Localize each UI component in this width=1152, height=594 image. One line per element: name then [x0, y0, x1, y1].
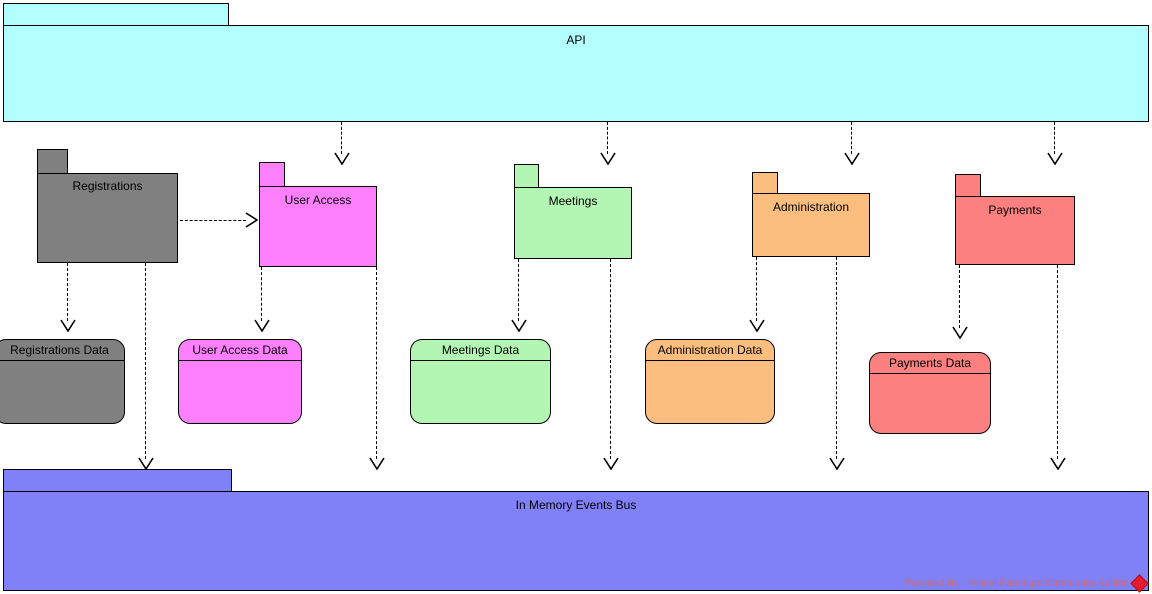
connector-registrations-to-events-bus — [145, 263, 146, 459]
data-store-meetings-label: Meetings Data — [411, 340, 550, 361]
connector-administration-to-data — [756, 257, 757, 321]
data-store-administration-label: Administration Data — [646, 340, 774, 361]
watermark-product: Visual Paradigm Community Edition — [969, 578, 1129, 589]
package-administration-tab — [752, 172, 778, 193]
connector-administration-to-events-bus — [836, 257, 837, 459]
package-administration[interactable]: Administration — [752, 172, 870, 257]
connector-user-access-to-data — [261, 267, 262, 321]
arrowhead-payments-to-data — [952, 326, 968, 339]
arrowhead-registrations-to-data — [60, 319, 76, 332]
arrowhead-registrations-to-user-access — [245, 212, 258, 228]
connector-api-to-meetings — [607, 122, 608, 154]
arrowhead-api-to-user-access — [334, 152, 350, 165]
package-api[interactable]: API — [3, 3, 1149, 122]
watermark: Powered By Visual Paradigm Community Edi… — [904, 574, 1149, 593]
package-administration-body — [752, 193, 870, 257]
data-store-registrations-label: Registrations Data — [0, 340, 124, 361]
connector-api-to-user-access — [341, 122, 342, 154]
arrowhead-api-to-payments — [1047, 152, 1063, 165]
data-store-payments[interactable]: Payments Data — [869, 352, 991, 434]
connector-api-to-administration — [851, 122, 852, 154]
package-user-access-body — [259, 186, 377, 267]
arrowhead-api-to-administration — [844, 152, 860, 165]
package-user-access[interactable]: User Access — [259, 162, 377, 267]
arrowhead-user-access-to-data — [254, 319, 270, 332]
arrowhead-administration-to-events-bus — [829, 457, 845, 470]
package-payments-body — [955, 196, 1075, 265]
package-events-bus[interactable]: In Memory Events Bus — [3, 469, 1149, 591]
package-registrations-body — [37, 173, 178, 263]
package-meetings-tab — [514, 164, 539, 187]
vp-diamond-icon — [1130, 574, 1149, 593]
package-api-tab — [3, 3, 229, 25]
package-registrations[interactable]: Registrations — [37, 149, 178, 263]
connector-payments-to-events-bus — [1057, 265, 1058, 459]
connector-user-access-to-events-bus — [376, 267, 377, 459]
arrowhead-administration-to-data — [749, 319, 765, 332]
package-user-access-tab — [259, 162, 285, 186]
connector-api-to-payments — [1054, 122, 1055, 154]
data-store-meetings[interactable]: Meetings Data — [410, 339, 551, 424]
connector-registrations-to-user-access — [180, 220, 246, 221]
arrowhead-user-access-to-events-bus — [369, 457, 385, 470]
arrowhead-meetings-to-data — [511, 319, 527, 332]
data-store-user-access-label: User Access Data — [179, 340, 301, 361]
data-store-administration[interactable]: Administration Data — [645, 339, 775, 424]
package-api-body — [3, 25, 1149, 122]
arrowhead-api-to-meetings — [600, 152, 616, 165]
package-events-bus-tab — [3, 469, 232, 491]
connector-registrations-to-data — [67, 263, 68, 321]
package-meetings-body — [514, 187, 632, 259]
arrowhead-meetings-to-events-bus — [603, 457, 619, 470]
connector-meetings-to-data — [518, 259, 519, 321]
arrowhead-payments-to-events-bus — [1050, 457, 1066, 470]
package-meetings[interactable]: Meetings — [514, 164, 632, 259]
package-registrations-tab — [37, 149, 68, 173]
connector-meetings-to-events-bus — [610, 259, 611, 459]
watermark-prefix: Powered By — [904, 578, 959, 589]
package-payments-tab — [955, 174, 981, 196]
data-store-payments-label: Payments Data — [870, 353, 990, 374]
data-store-user-access[interactable]: User Access Data — [178, 339, 302, 424]
connector-payments-to-data — [959, 265, 960, 328]
package-events-bus-body — [3, 491, 1149, 591]
package-payments[interactable]: Payments — [955, 174, 1075, 265]
data-store-registrations[interactable]: Registrations Data — [0, 339, 125, 424]
